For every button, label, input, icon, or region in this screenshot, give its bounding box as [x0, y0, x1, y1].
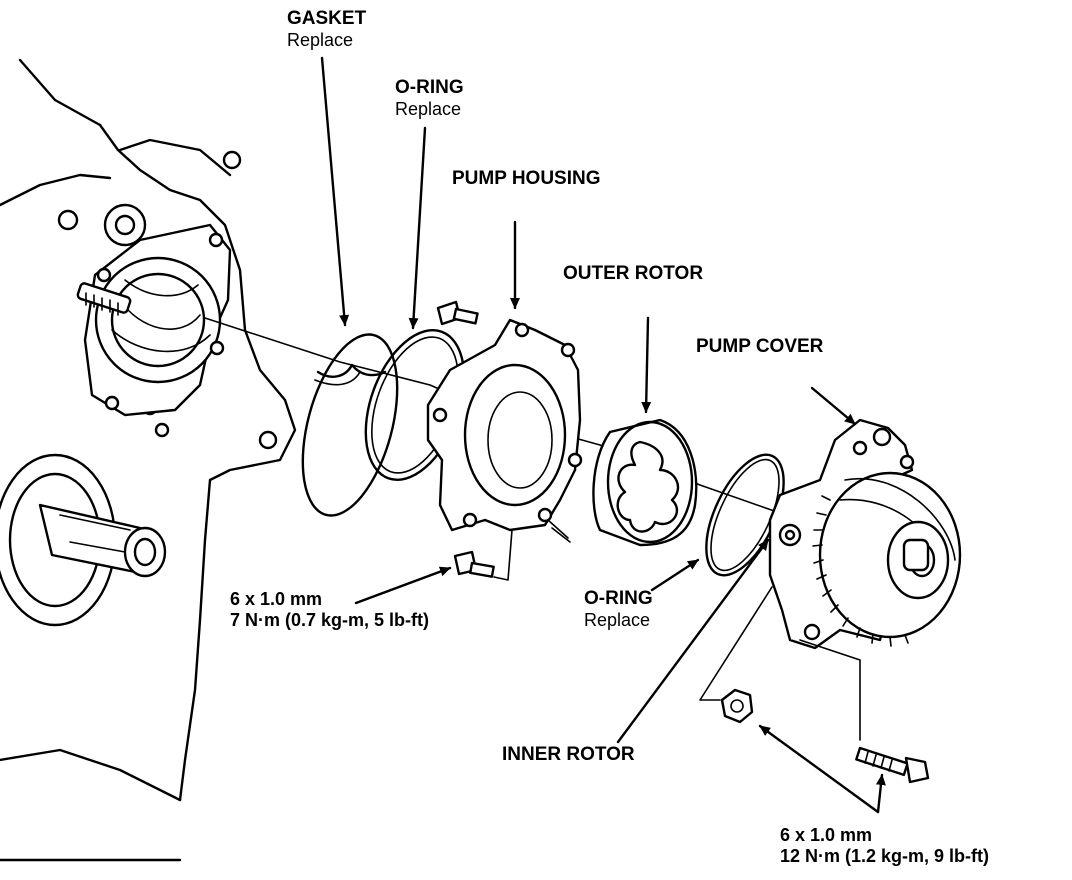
pump-housing-title: PUMP HOUSING	[452, 168, 601, 189]
bolt-small-torque: 7 N·m (0.7 kg-m, 5 lb-ft)	[230, 610, 430, 631]
o-ring-upper-note: Replace	[395, 99, 462, 120]
bolt-large-spec: 6 x 1.0 mm 12 N·m (1.2 kg-m, 9 lb-ft)	[780, 825, 989, 867]
engine-block	[0, 58, 297, 862]
housing-bolt-lower	[453, 550, 495, 578]
cover-bolt	[855, 746, 930, 784]
cover-nut	[720, 688, 754, 724]
inner-rotor-label: INNER ROTOR	[502, 744, 635, 766]
pump-cover	[768, 418, 962, 650]
gasket-title: GASKET	[287, 8, 367, 29]
outer-rotor-title: OUTER ROTOR	[563, 263, 704, 284]
inner-rotor-title: INNER ROTOR	[502, 744, 635, 765]
gasket-note: Replace	[287, 30, 354, 51]
bolt-large-size: 6 x 1.0 mm	[780, 825, 873, 845]
pump-housing	[426, 318, 583, 543]
gasket-label: GASKET Replace	[287, 8, 366, 52]
outer-rotor	[592, 418, 698, 547]
o-ring-lower-note: Replace	[584, 610, 651, 631]
bolt-small-size: 6 x 1.0 mm	[230, 589, 323, 609]
pump-cover-title: PUMP COVER	[696, 336, 824, 357]
o-ring-lower-title: O-RING	[584, 588, 653, 609]
pump-cover-label: PUMP COVER	[696, 336, 823, 358]
o-ring-upper-label: O-RING Replace	[395, 77, 464, 121]
bolt-small-spec: 6 x 1.0 mm 7 N·m (0.7 kg-m, 5 lb-ft)	[230, 589, 429, 631]
bolt-large-torque: 12 N·m (1.2 kg-m, 9 lb-ft)	[780, 846, 990, 867]
pump-housing-label: PUMP HOUSING	[452, 168, 601, 190]
gasket	[301, 333, 399, 517]
outer-rotor-label: OUTER ROTOR	[563, 263, 703, 285]
o-ring-lower-label: O-RING Replace	[584, 588, 653, 632]
o-ring-upper-title: O-RING	[395, 77, 464, 98]
arrow-icon	[320, 56, 886, 814]
housing-bolt-upper	[436, 300, 479, 326]
